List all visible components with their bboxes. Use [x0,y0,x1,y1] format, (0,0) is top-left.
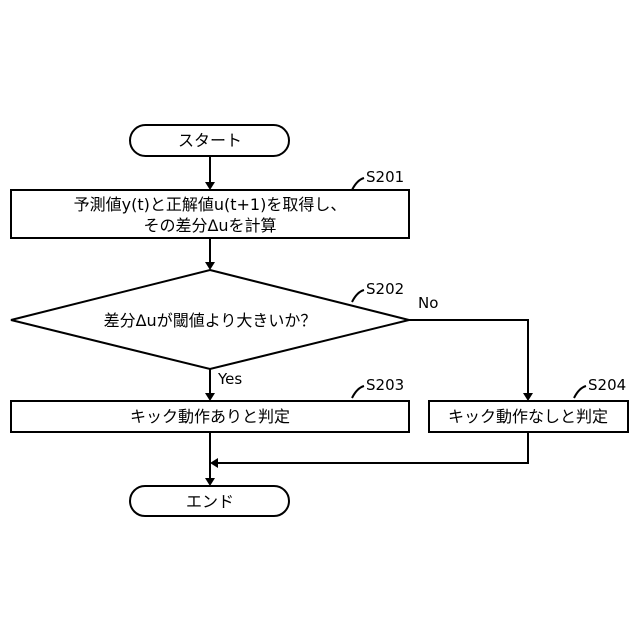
s204-tag: S204 [588,376,626,394]
s203-text: キック動作ありと判定 [130,407,290,426]
process-s203: キック動作ありと判定 [11,401,409,432]
connector-s204-merge [218,432,528,463]
process-s201: 予測値y(t)と正解値u(t+1)を取得し、 その差分Δuを計算 [11,190,409,238]
s201-tag-leader [352,178,364,190]
s201-line-2: その差分Δuを計算 [143,216,276,235]
end-label: エンド [186,492,234,511]
arrowhead-s201 [205,182,215,190]
arrowhead-s202 [205,262,215,270]
s202-tag-leader [352,290,364,302]
arrowhead-merge [210,458,218,468]
arrowhead-end [205,478,215,486]
arrowhead-s204 [523,393,533,401]
no-label: No [418,294,438,312]
arrowhead-s203 [205,393,215,401]
start-label: スタート [178,131,242,150]
s204-text: キック動作なしと判定 [448,407,608,426]
s204-tag-leader [574,386,586,398]
s203-tag-leader [352,386,364,398]
start-terminal: スタート [130,125,289,156]
s202-question: 差分Δuが閾値より大きいか？ [104,311,317,330]
yes-label: Yes [217,370,242,388]
decision-s202: 差分Δuが閾値より大きいか？ [11,270,409,369]
s201-line-1: 予測値y(t)と正解値u(t+1)を取得し、 [74,195,347,214]
s202-tag: S202 [366,280,404,298]
s203-tag: S203 [366,376,404,394]
connector-no-branch [409,320,528,393]
s201-tag: S201 [366,168,404,186]
end-terminal: エンド [130,486,289,516]
process-s204: キック動作なしと判定 [429,401,628,432]
